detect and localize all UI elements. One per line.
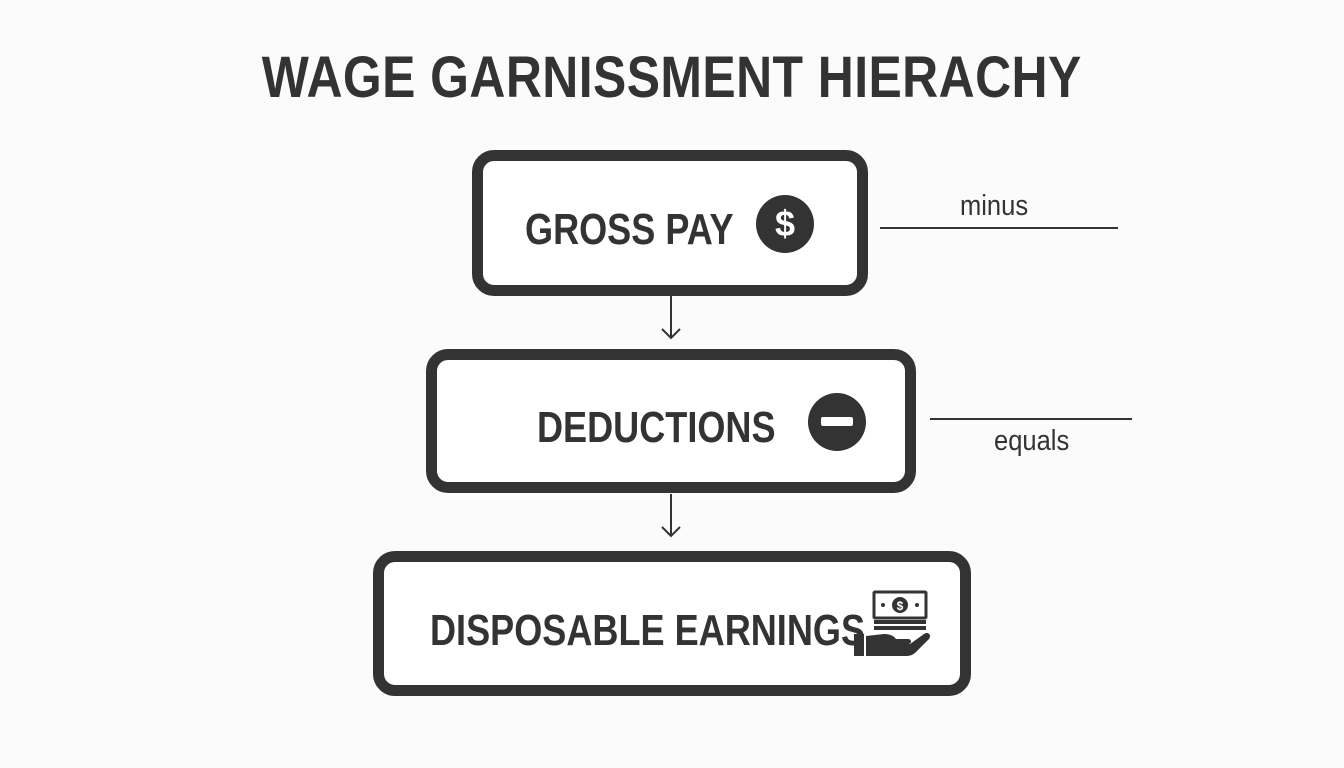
- disposable-earnings-box: DISPOSABLE EARNINGS $: [373, 551, 971, 696]
- equals-label: equals: [994, 425, 1070, 457]
- disposable-earnings-label: DISPOSABLE EARNINGS: [430, 606, 866, 655]
- minus-line: [880, 227, 1118, 229]
- down-arrow-1: [661, 296, 681, 340]
- deductions-label: DEDUCTIONS: [537, 403, 776, 452]
- gross-pay-label: GROSS PAY: [525, 205, 734, 254]
- svg-text:$: $: [775, 203, 795, 244]
- svg-text:$: $: [897, 599, 904, 613]
- minus-circle-icon: [807, 392, 867, 452]
- deductions-box: DEDUCTIONS: [426, 349, 916, 493]
- equals-line: [930, 418, 1132, 420]
- diagram-title: WAGE GARNISSMENT HIERACHY: [261, 45, 1082, 110]
- cash-hand-icon: $: [850, 590, 934, 660]
- gross-pay-box: GROSS PAY $: [472, 150, 868, 296]
- minus-label: minus: [960, 190, 1029, 222]
- dollar-circle-icon: $: [755, 194, 815, 254]
- down-arrow-2: [661, 494, 681, 538]
